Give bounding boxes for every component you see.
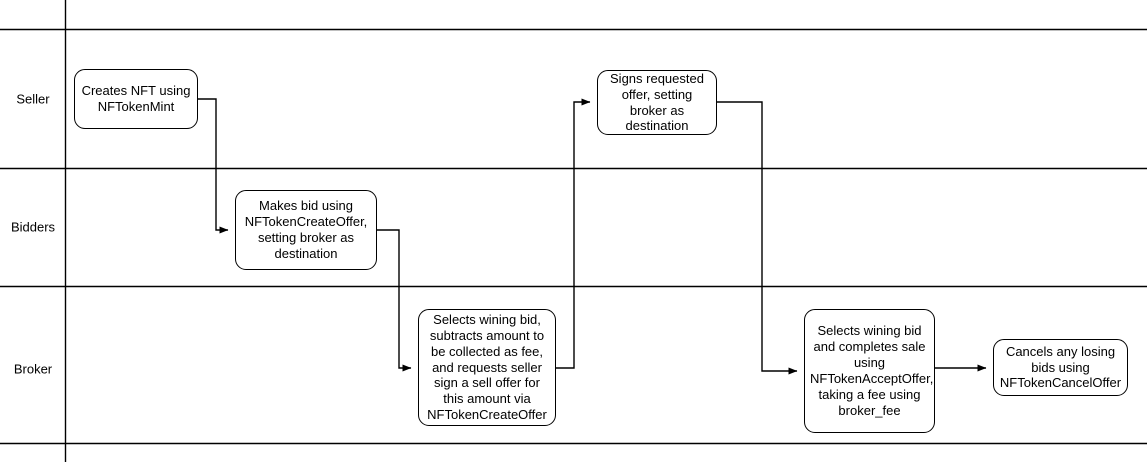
- node-selects-wining-bid-completes-label: Selects wining bid and completes sale us…: [810, 323, 934, 418]
- lane-label-bidders: Bidders: [10, 219, 56, 235]
- node-cancels-losing-bids[interactable]: Cancels any losing bids using NFTokenCan…: [993, 339, 1128, 396]
- connector-signs-offer-to-accept-offer: [717, 101, 798, 375]
- connector-makes-bid-to-broker-select: [377, 229, 412, 372]
- node-signs-requested-offer-label: Signs requested offer, setting broker as…: [610, 70, 704, 134]
- node-creates-nft-label: Creates NFT using NFTokenMint: [81, 83, 191, 114]
- lane-label-broker: Broker: [13, 361, 53, 377]
- connector-broker-select-to-signs-offer: [556, 98, 591, 369]
- lane-label-seller: Seller: [16, 91, 50, 107]
- connector-creates-nft-to-makes-bid: [198, 98, 229, 234]
- node-creates-nft[interactable]: Creates NFT using NFTokenMint: [74, 69, 198, 129]
- node-selects-wining-bid-subtracts[interactable]: Selects wining bid, subtracts amount to …: [418, 309, 556, 426]
- node-selects-wining-bid-subtracts-label: Selects wining bid, subtracts amount to …: [427, 312, 547, 423]
- node-cancels-losing-bids-label: Cancels any losing bids using NFTokenCan…: [999, 343, 1122, 391]
- node-makes-bid[interactable]: Makes bid using NFTokenCreateOffer, sett…: [235, 190, 377, 270]
- connector-group: [198, 98, 987, 375]
- node-selects-wining-bid-completes[interactable]: Selects wining bid and completes sale us…: [804, 309, 935, 433]
- node-signs-requested-offer[interactable]: Signs requested offer, setting broker as…: [597, 70, 717, 135]
- node-makes-bid-label: Makes bid using NFTokenCreateOffer, sett…: [244, 198, 368, 261]
